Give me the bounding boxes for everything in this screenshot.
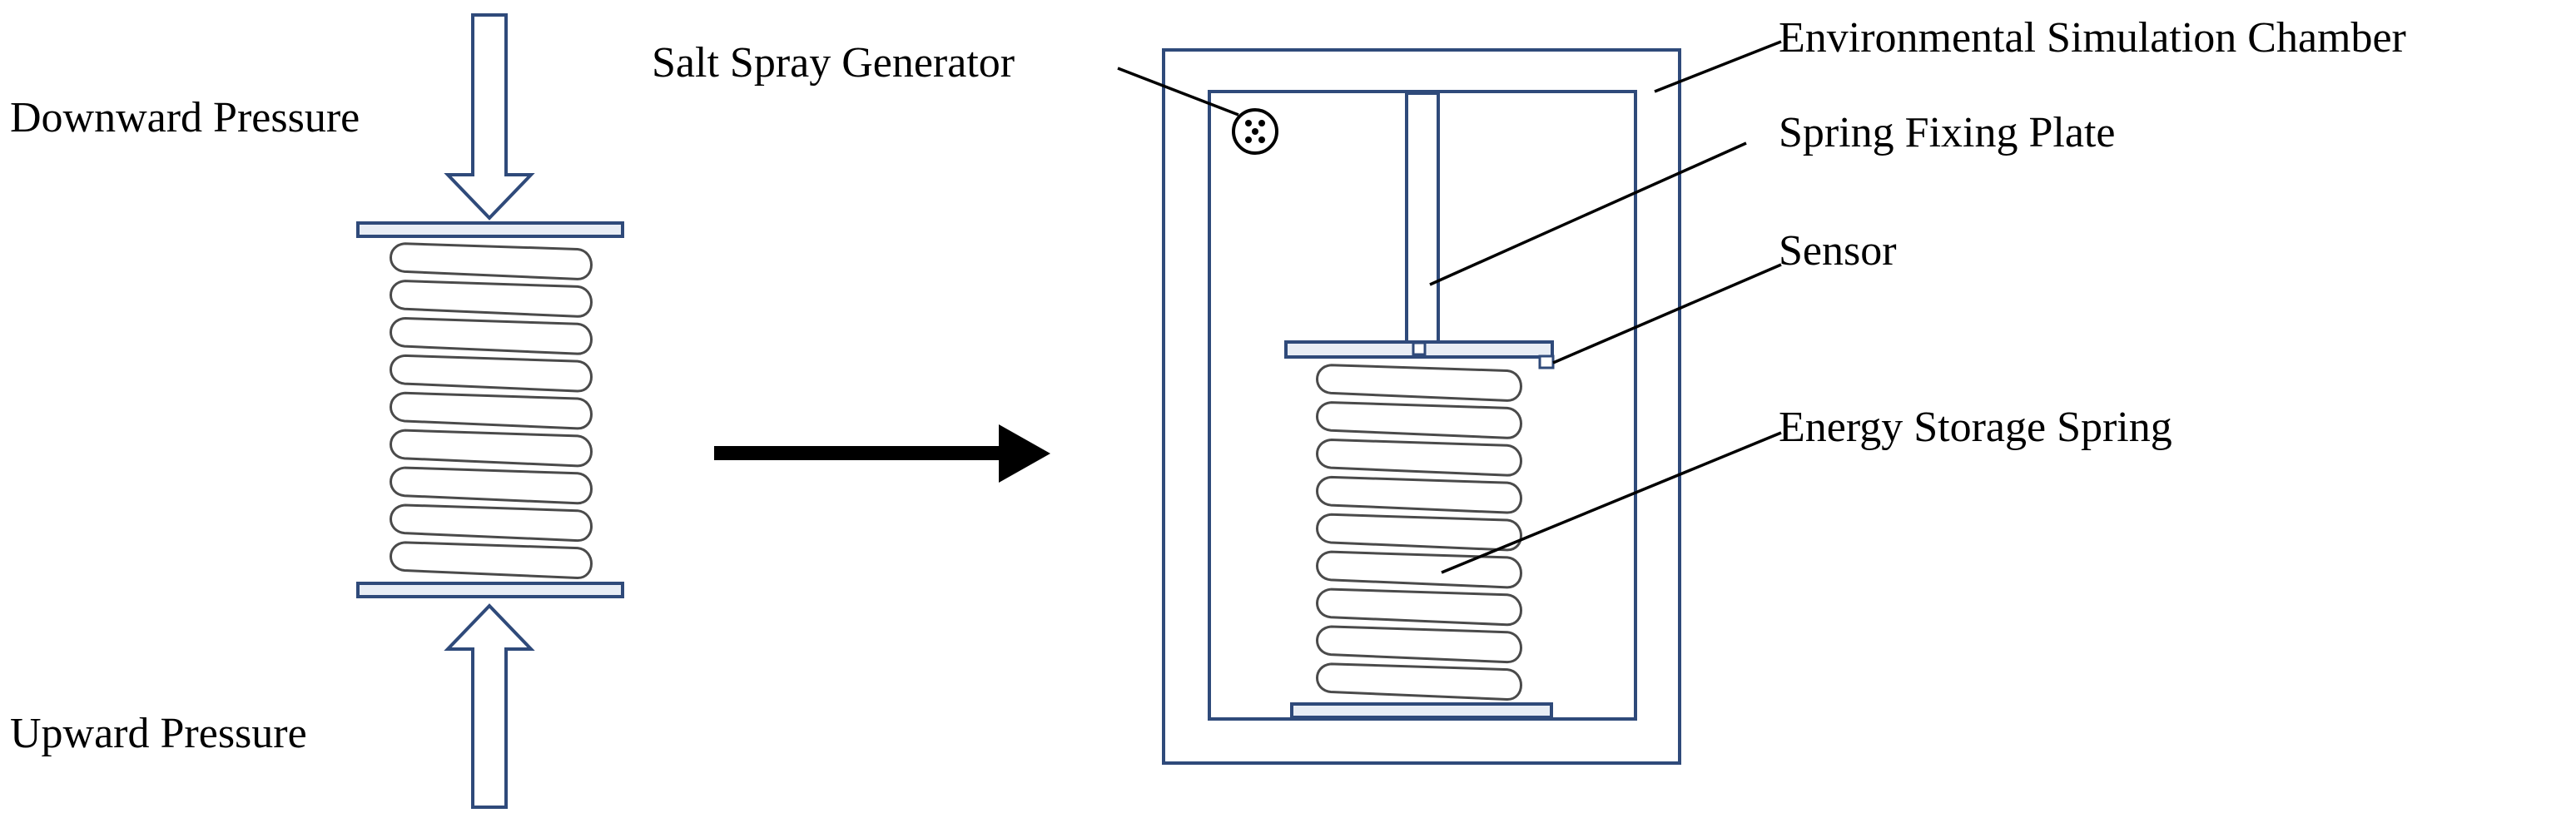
upward-pressure-label: Upward Pressure (10, 710, 307, 757)
spring-coil (390, 541, 593, 579)
spring-coil (1316, 625, 1522, 664)
spring-coil (1316, 401, 1522, 439)
chamber-label: Environmental Simulation Chamber (1779, 14, 2406, 62)
left-spring (390, 242, 593, 579)
energy-storage-spring-label: Energy Storage Spring (1779, 404, 2172, 451)
spring-coil (1316, 364, 1522, 402)
downward-pressure-arrow (444, 13, 535, 221)
fixing-shaft (1405, 92, 1440, 345)
spring-leader (1441, 431, 1782, 574)
chamber-assembly (1162, 48, 1681, 765)
spring-coil (390, 429, 593, 468)
sensor-block (1412, 341, 1427, 356)
leader-lines (1117, 40, 1782, 574)
spring-coil (1316, 513, 1522, 552)
spring-coil (390, 242, 593, 280)
downward-pressure-label: Downward Pressure (10, 94, 360, 141)
spring-coil (390, 354, 593, 393)
base-plate (1290, 702, 1553, 719)
fixing-plate-leader (1429, 141, 1747, 286)
spring-coil (390, 466, 593, 505)
energy-storage-spring (1316, 364, 1522, 701)
upward-pressure-arrow (444, 603, 535, 809)
sensor-leader (1552, 263, 1782, 364)
transition-arrow (714, 424, 1050, 483)
sensor-label: Sensor (1779, 227, 1897, 275)
spring-coil (390, 391, 593, 430)
bottom-plate (356, 582, 624, 598)
chamber-leader (1654, 40, 1782, 93)
spring-coil (1316, 439, 1522, 477)
spring-coil (390, 503, 593, 543)
salt-spray-nozzle-icon (1232, 108, 1278, 155)
salt-spray-leader (1117, 67, 1239, 117)
sensor-tab (1538, 354, 1555, 369)
spring-coil (390, 280, 593, 318)
spring-coil (1316, 587, 1522, 627)
spring-fixing-plate-label: Spring Fixing Plate (1779, 109, 2115, 156)
salt-spray-generator-label: Salt Spray Generator (652, 39, 1015, 87)
spring-coil (390, 317, 593, 355)
spring-coil (1316, 550, 1522, 589)
spring-coil (1316, 475, 1522, 514)
spring-coil (1316, 662, 1522, 701)
left-spring-assembly (356, 13, 624, 809)
top-plate (356, 221, 624, 238)
